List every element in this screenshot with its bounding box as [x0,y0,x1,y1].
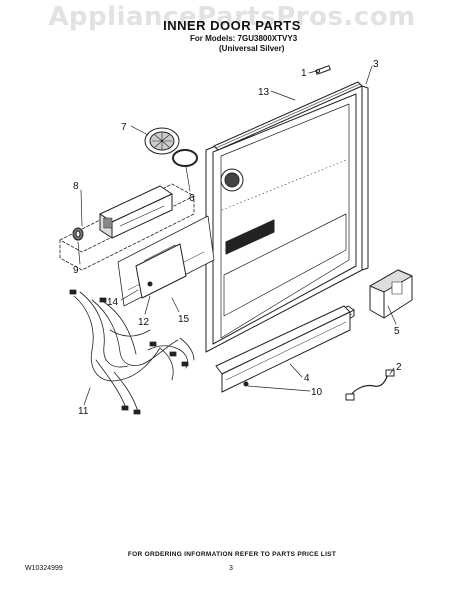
document-number: W10324999 [25,565,63,572]
callout-9: 9 [73,265,79,276]
callout-labels: 1 2 3 4 5 6 7 8 9 10 11 12 13 14 15 [73,59,402,417]
callout-15: 15 [178,314,190,325]
callout-3: 3 [373,59,379,70]
ordering-info: FOR ORDERING INFORMATION REFER TO PARTS … [127,551,337,558]
callout-4: 4 [304,373,310,384]
part-11-wire-harness [69,289,195,415]
callout-12: 12 [138,317,150,328]
part-1-clip [315,65,331,75]
callout-2: 2 [396,362,402,373]
page-title: INNER DOOR PARTS [163,18,301,33]
model-line: For Models: 7GU3800XTVY3 [190,34,298,43]
page-number: 3 [229,565,233,572]
part-10-vent [215,305,351,393]
callout-10: 10 [311,387,323,398]
part-2-sensor-cable [345,369,395,401]
callout-13: 13 [258,87,270,98]
watermark: AppliancePartsPros.com [48,2,416,32]
part-6-ring [172,149,198,167]
model-sub: (Universal Silver) [219,44,285,53]
leader-lines [77,65,397,406]
part-13-strip [213,81,363,151]
callout-6: 6 [189,193,195,204]
part-5-dispenser [369,269,413,319]
part-14-board [135,243,187,299]
callout-8: 8 [73,181,79,192]
callout-11: 11 [78,406,89,417]
part-7-vent-cap [144,127,180,155]
callout-1: 1 [301,68,307,79]
part-8-control-module [59,183,195,271]
model-info: For Models: 7GU3800XTVY3 (Universal Silv… [190,34,297,54]
inner-door-panel [205,85,369,353]
callout-5: 5 [394,326,400,337]
callout-7: 7 [121,122,127,133]
callout-14: 14 [107,297,119,308]
